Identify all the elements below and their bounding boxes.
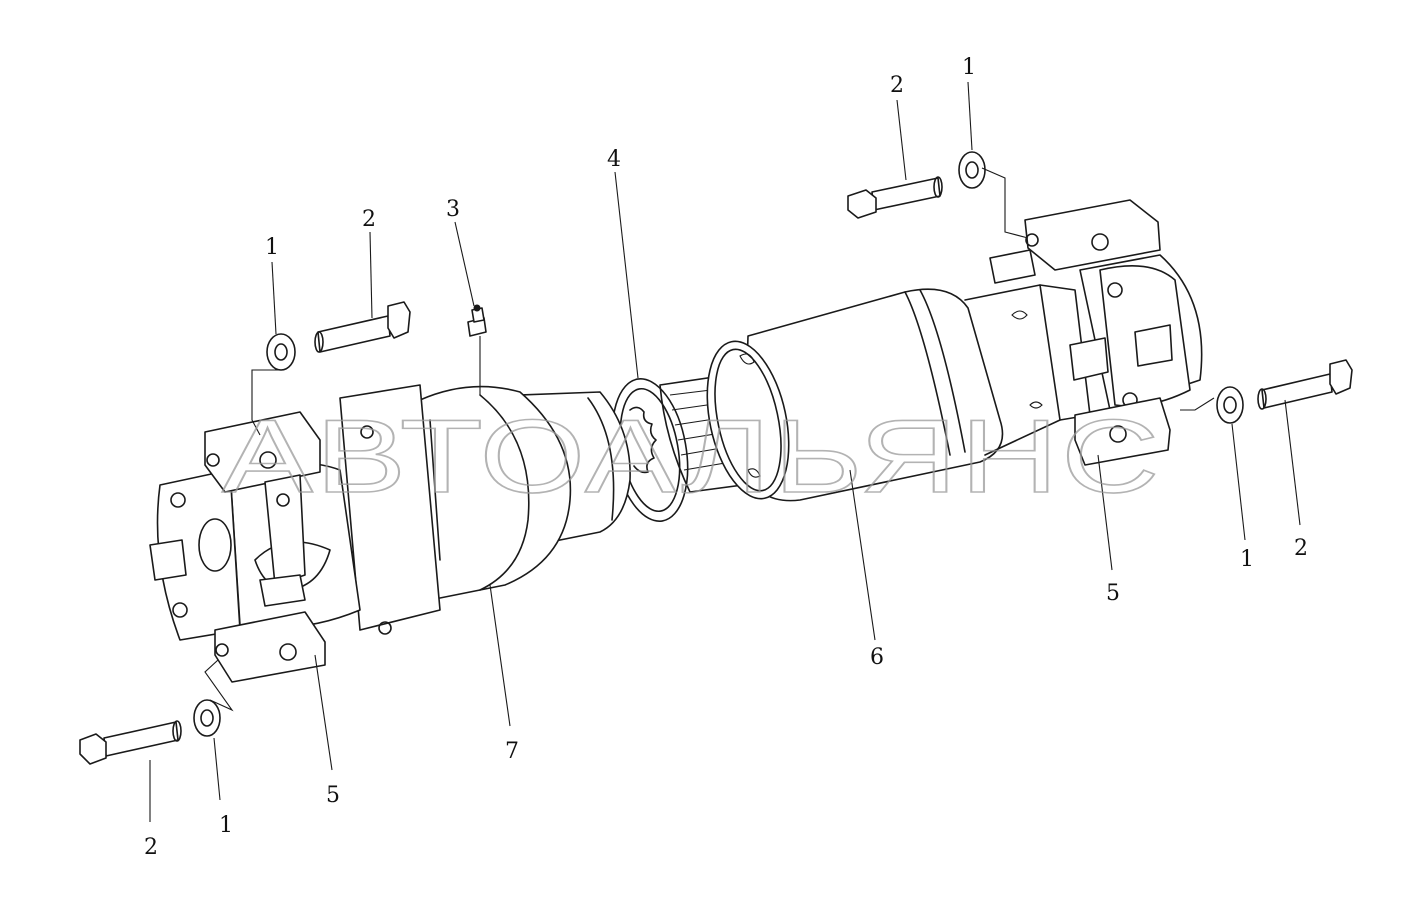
grease-fitting (467, 304, 487, 337)
callout-right-washer-low: 1 (1240, 547, 1254, 572)
callout-left-washer-top: 1 (265, 235, 279, 260)
callout-left-bolt-low: 2 (144, 835, 158, 860)
callout-left-bolt-top: 2 (362, 207, 376, 232)
bolt-left-lower (79, 720, 182, 765)
callout-spline-shaft: 6 (870, 645, 884, 670)
callout-right-washer-top: 1 (962, 55, 976, 80)
bolt-right-upper (847, 176, 943, 219)
callout-left-yoke: 5 (326, 783, 340, 808)
callout-seal-ring: 4 (607, 147, 621, 172)
bolt-right-lower (1257, 359, 1353, 410)
right-universal-joint (989, 199, 1203, 466)
shaft-tube (743, 284, 1091, 502)
callout-right-yoke: 5 (1106, 581, 1120, 606)
watermark-text: АВТОАЛЬЯНС (222, 399, 1162, 515)
callout-right-bolt-low: 2 (1294, 536, 1308, 561)
washer-left-upper (266, 333, 296, 371)
sleeve-yoke (419, 385, 631, 601)
washer-right-lower (1216, 386, 1244, 424)
callout-grease-fitting: 3 (446, 197, 460, 222)
washer-left-lower (193, 699, 221, 737)
leader-lines (149, 81, 1301, 822)
bolt-left-upper (314, 301, 411, 353)
callout-right-bolt-top: 2 (890, 73, 904, 98)
callout-sleeve-yoke: 7 (505, 739, 519, 764)
washer-right-upper (958, 151, 986, 189)
callout-left-washer-low: 1 (219, 813, 233, 838)
left-universal-joint (149, 384, 441, 683)
spline-section (659, 340, 790, 500)
